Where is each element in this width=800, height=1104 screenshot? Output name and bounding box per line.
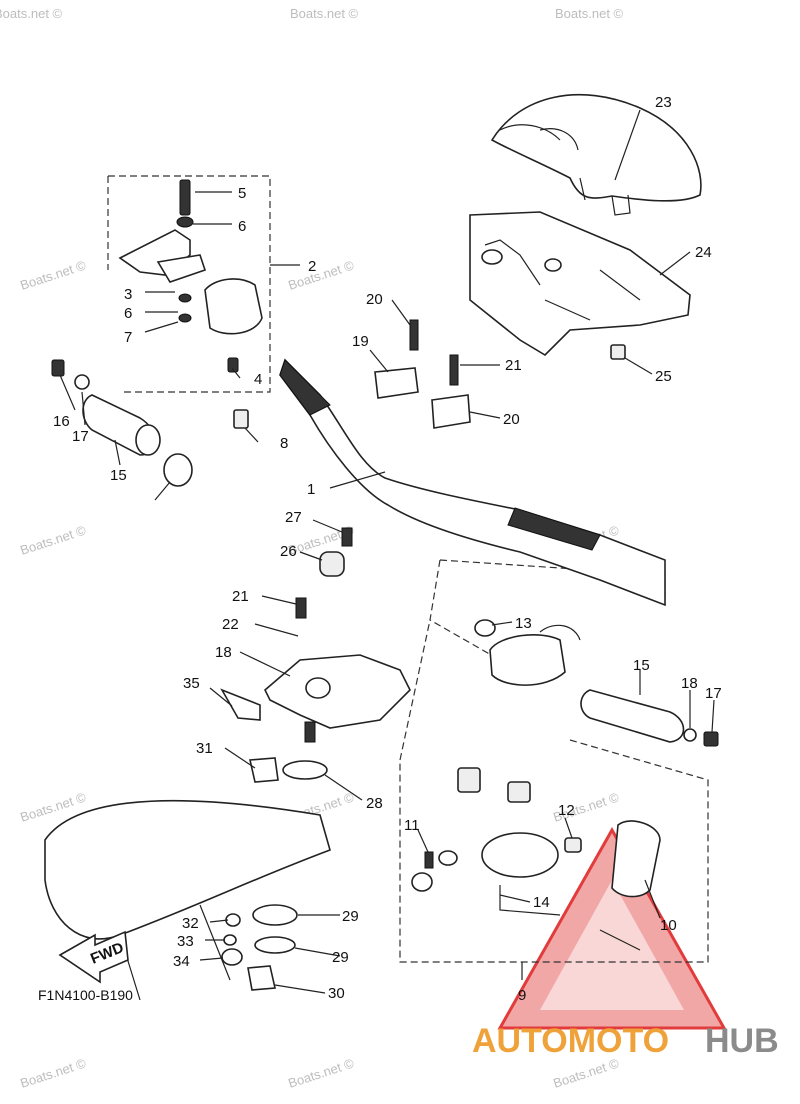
callout-label: 29 <box>332 949 349 966</box>
lower-cover <box>469 211 691 357</box>
callout-label: 20 <box>366 291 383 308</box>
callout-label: 26 <box>280 543 297 560</box>
brand-logo: AUTOMOTO HUB <box>472 1022 779 1060</box>
callout-label: 3 <box>124 286 132 303</box>
bolt <box>610 344 626 360</box>
callout-label: 13 <box>515 615 532 632</box>
watermark: Boats.net © <box>290 6 359 21</box>
callout-label: 24 <box>695 244 712 261</box>
callout-label: 15 <box>633 657 650 674</box>
callout-label: 5 <box>238 185 246 202</box>
watermark: Boats.net © <box>18 522 88 557</box>
callout-label: 1 <box>307 481 315 498</box>
callout-label: 14 <box>533 894 550 911</box>
callout-label: 23 <box>655 94 672 111</box>
callout-label: 12 <box>558 802 575 819</box>
callout-label: 6 <box>238 218 246 235</box>
callout-label: 8 <box>280 435 288 452</box>
callout-label: 20 <box>503 411 520 428</box>
right-switch-assembly <box>411 619 661 951</box>
handlebar <box>279 358 666 607</box>
steering-bracket <box>220 527 411 743</box>
callout-label: 11 <box>404 817 420 834</box>
watermark: Boats.net © <box>0 6 63 21</box>
callout-label: 29 <box>342 908 359 925</box>
right-grip <box>580 689 719 747</box>
callout-label: 4 <box>254 371 262 388</box>
logo-part-1: AUTOMOTO <box>472 1022 669 1060</box>
watermark: Boats.net © <box>18 257 88 292</box>
fwd-arrow: FWD <box>58 930 129 984</box>
callout-label: 25 <box>655 368 672 385</box>
handlebar-clamps <box>374 319 471 429</box>
callout-label: 27 <box>285 509 302 526</box>
callout-label: 19 <box>352 333 369 350</box>
callout-label: 16 <box>53 413 70 430</box>
callout-label: 21 <box>505 357 522 374</box>
leader-lines <box>59 109 715 994</box>
callout-label: 15 <box>110 467 127 484</box>
callout-label: 7 <box>124 329 132 346</box>
left-grip <box>51 359 193 487</box>
callout-label: 18 <box>681 675 698 692</box>
handlebar-cover <box>490 93 702 216</box>
callout-label: 32 <box>182 915 199 932</box>
callout-label: 34 <box>173 953 190 970</box>
callout-label: 17 <box>72 428 89 445</box>
callout-label: 35 <box>183 675 200 692</box>
callout-label: 28 <box>366 795 383 812</box>
callout-label: 22 <box>222 616 239 633</box>
watermark: Boats.net © <box>286 1055 356 1090</box>
callout-labels: 1 2 3 4 5 6 6 7 8 9 10 11 12 13 14 15 15… <box>53 94 722 1004</box>
watermark: Boats.net © <box>555 6 624 21</box>
callout-label: 2 <box>308 258 316 275</box>
callout-label: 6 <box>124 305 132 322</box>
callout-label: 10 <box>660 917 677 934</box>
hull-section <box>44 757 331 1001</box>
callout-label: 30 <box>328 985 345 1002</box>
callout-label: 9 <box>518 987 526 1004</box>
callout-label: 21 <box>232 588 249 605</box>
watermark: Boats.net © <box>551 1055 621 1090</box>
logo-triangle <box>497 826 727 1030</box>
callout-label: 31 <box>196 740 213 757</box>
callout-label: 17 <box>705 685 722 702</box>
callout-label: 18 <box>215 644 232 661</box>
logo-part-2: HUB <box>705 1022 779 1060</box>
diagram-code: F1N4100-B190 <box>38 987 133 1003</box>
callout-label: 33 <box>177 933 194 950</box>
watermark: Boats.net © <box>286 257 356 292</box>
watermark: Boats.net © <box>18 1055 88 1090</box>
left-switch-assembly <box>118 179 263 429</box>
